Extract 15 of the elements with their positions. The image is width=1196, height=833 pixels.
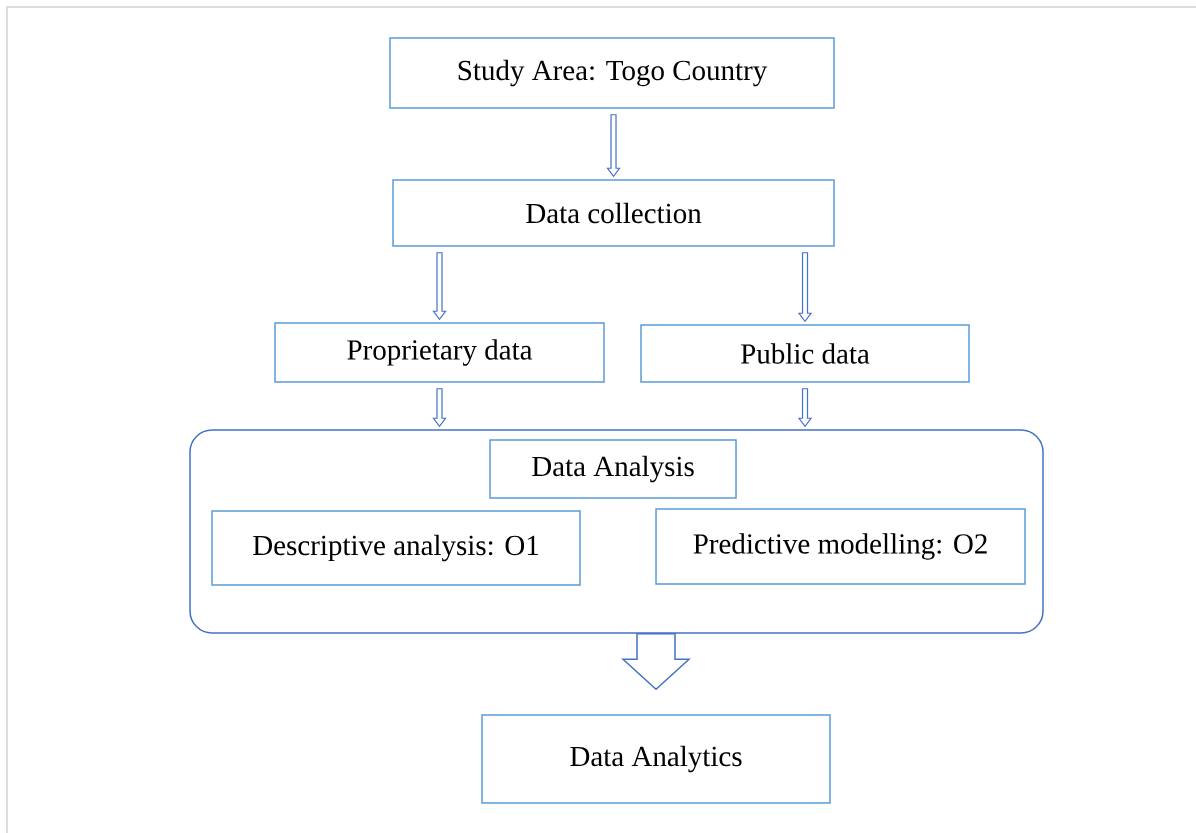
arrow [432, 388, 447, 428]
arrow [432, 252, 447, 321]
arrow [621, 633, 691, 691]
process-box: Proprietary data [274, 322, 605, 383]
rounded-panel [189, 429, 1044, 634]
arrow [606, 114, 621, 178]
process-box: Study Area: Togo Country [389, 37, 835, 109]
process-box: Data collection [392, 179, 835, 247]
process-box: Descriptive analysis: O1 [211, 510, 581, 586]
arrow [797, 252, 813, 323]
process-box: Data Analytics [481, 714, 831, 804]
process-box: Data Analysis [489, 439, 737, 499]
arrow [797, 388, 813, 428]
process-box: Public data [640, 324, 970, 383]
process-box: Predictive modelling: O2 [655, 508, 1026, 585]
